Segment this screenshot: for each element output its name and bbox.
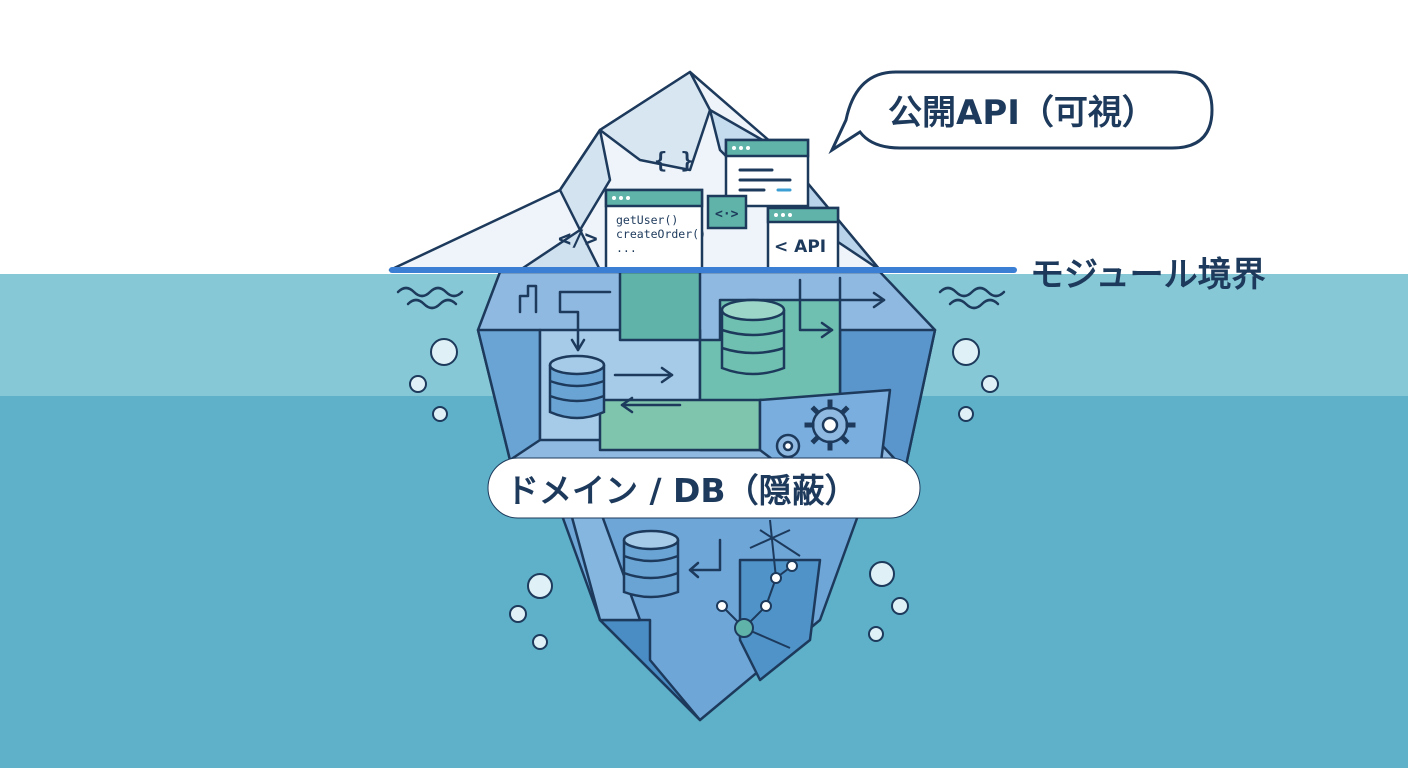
hidden-domain-label: ドメイン / DB（隠蔽） [506, 471, 858, 510]
html-tag-glyph: </> [558, 227, 598, 252]
doc-window-dots [732, 146, 750, 150]
swap-box [706, 194, 748, 230]
bubbles [409, 338, 999, 650]
database-icon-left [548, 354, 606, 420]
public-api-label: 公開API（可視） [888, 93, 1156, 133]
doc-window-lines [738, 168, 792, 192]
public-api-bubble [828, 70, 1214, 155]
code-window [604, 188, 704, 272]
api-window-dots [774, 213, 792, 217]
gear-icon-small [775, 433, 801, 459]
gear-icon-large [804, 399, 856, 451]
database-icon-deep [622, 529, 680, 599]
network-nodes [716, 560, 798, 638]
flow-paths [518, 276, 886, 579]
api-window [766, 206, 840, 272]
hidden-domain-pill [487, 457, 921, 519]
code-line-3: ... [616, 241, 637, 255]
code-window-dots [612, 196, 630, 200]
braces-glyph: { } [654, 149, 694, 174]
api-window-label: < API [774, 237, 826, 257]
swap-glyph: <·> [715, 207, 739, 222]
module-boundary-label: モジュール境界 [1030, 255, 1266, 295]
code-line-2: createOrder() [616, 227, 706, 241]
wave-marks [396, 286, 1006, 310]
database-icon-center [720, 298, 786, 376]
doc-window [724, 138, 810, 208]
code-line-1: getUser() [616, 213, 678, 227]
